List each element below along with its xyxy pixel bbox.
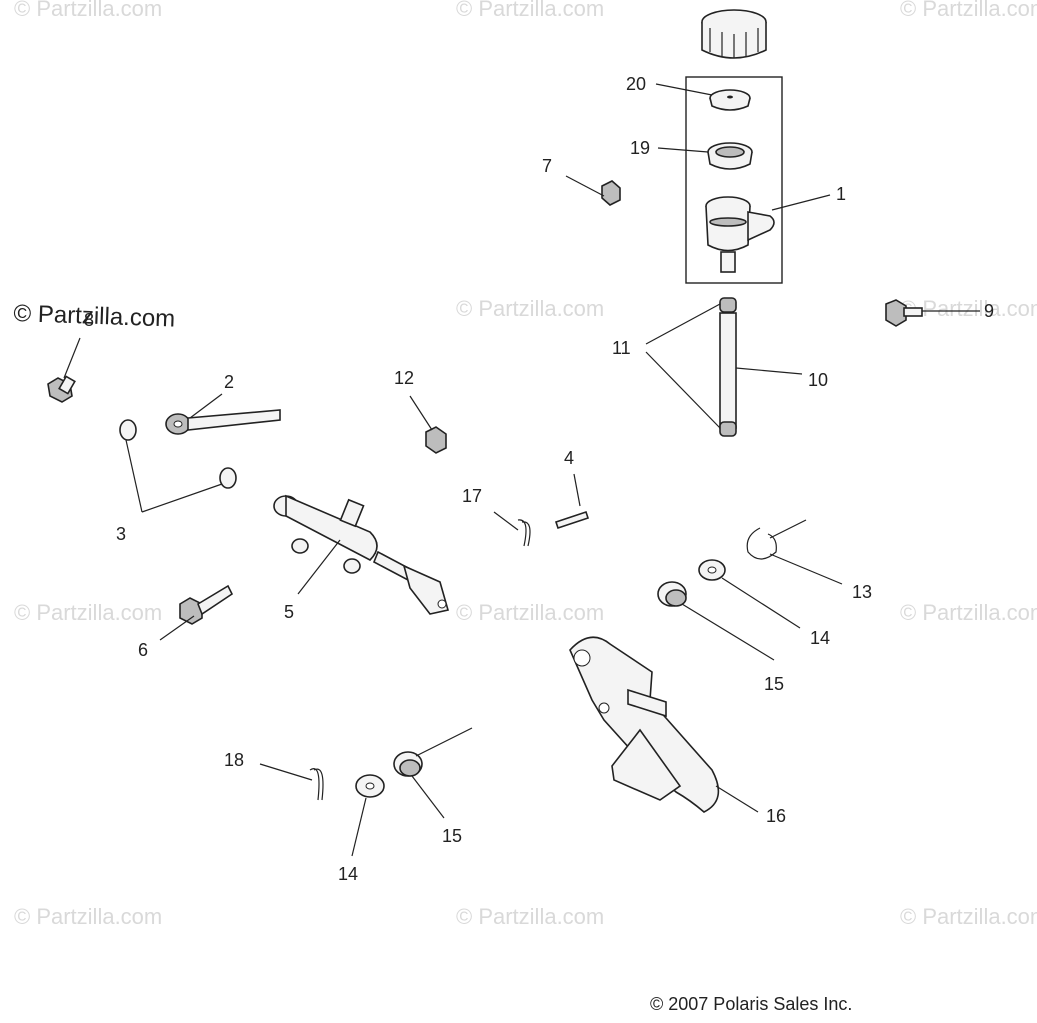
callout-12: 12 (394, 368, 414, 388)
watermark: © Partzilla.com (456, 600, 605, 625)
washer-part (219, 467, 237, 489)
watermark: © Partzilla.com (14, 600, 163, 625)
callout-20: 20 (626, 74, 646, 94)
callout-1: 1 (836, 184, 846, 204)
brake-pedal-part (569, 636, 720, 813)
callout-6: 6 (138, 640, 148, 660)
master-cylinder-part (273, 494, 450, 615)
callout-17: 17 (462, 486, 482, 506)
callout-11: 11 (612, 338, 631, 358)
watermark: © Partzilla.com (900, 904, 1037, 929)
callout-2: 2 (224, 372, 234, 392)
bolt-part (885, 299, 923, 327)
watermark: © Partzilla.com (456, 904, 605, 929)
leader-lines (63, 83, 980, 857)
callout-9: 9 (984, 301, 994, 321)
watermark: © Partzilla.com (456, 296, 605, 321)
callout-16: 16 (766, 806, 786, 826)
washer-part (119, 419, 137, 441)
copyright-notice: © 2007 Polaris Sales Inc. (650, 994, 853, 1014)
bolt-part (179, 584, 234, 625)
nut-part (425, 426, 447, 454)
watermark: © Partzilla.com (900, 296, 1037, 321)
callout-13: 13 (852, 582, 872, 602)
clip-part (746, 527, 777, 560)
callout-8: 8 (84, 310, 94, 330)
callout-15: 15 (764, 674, 784, 694)
hose-part (719, 297, 737, 437)
nut-part (601, 180, 621, 206)
diaphragm-part (709, 89, 751, 111)
reservoir-cap (701, 9, 767, 59)
watermark: © Partzilla.com (900, 0, 1037, 21)
callouts: 20 19 7 1 9 8 11 10 2 12 3 4 17 13 5 6 1… (84, 74, 994, 884)
reservoir-part (705, 196, 775, 273)
cotter-pin-part (517, 519, 531, 547)
callout-14: 14 (338, 864, 358, 884)
callout-15: 15 (442, 826, 462, 846)
callout-4: 4 (564, 448, 574, 468)
watermark: © Partzilla.com (14, 0, 163, 21)
callout-10: 10 (808, 370, 828, 390)
bushing-part (657, 581, 687, 607)
callout-5: 5 (284, 602, 294, 622)
callout-19: 19 (630, 138, 650, 158)
brake-line-part (165, 409, 281, 435)
callout-14: 14 (810, 628, 830, 648)
callout-3: 3 (116, 524, 126, 544)
cotter-pin-part (309, 768, 324, 801)
watermark: © Partzilla.com (456, 0, 605, 21)
bleeder-part (47, 375, 76, 403)
assembly-box (685, 76, 783, 284)
bushing-part (393, 751, 423, 777)
watermark: © Partzilla.com (900, 600, 1037, 625)
watermark: © Partzilla.com (14, 904, 163, 929)
pin-part (554, 510, 590, 530)
callout-18: 18 (224, 750, 244, 770)
seal-part (707, 142, 753, 170)
callout-7: 7 (542, 156, 552, 176)
